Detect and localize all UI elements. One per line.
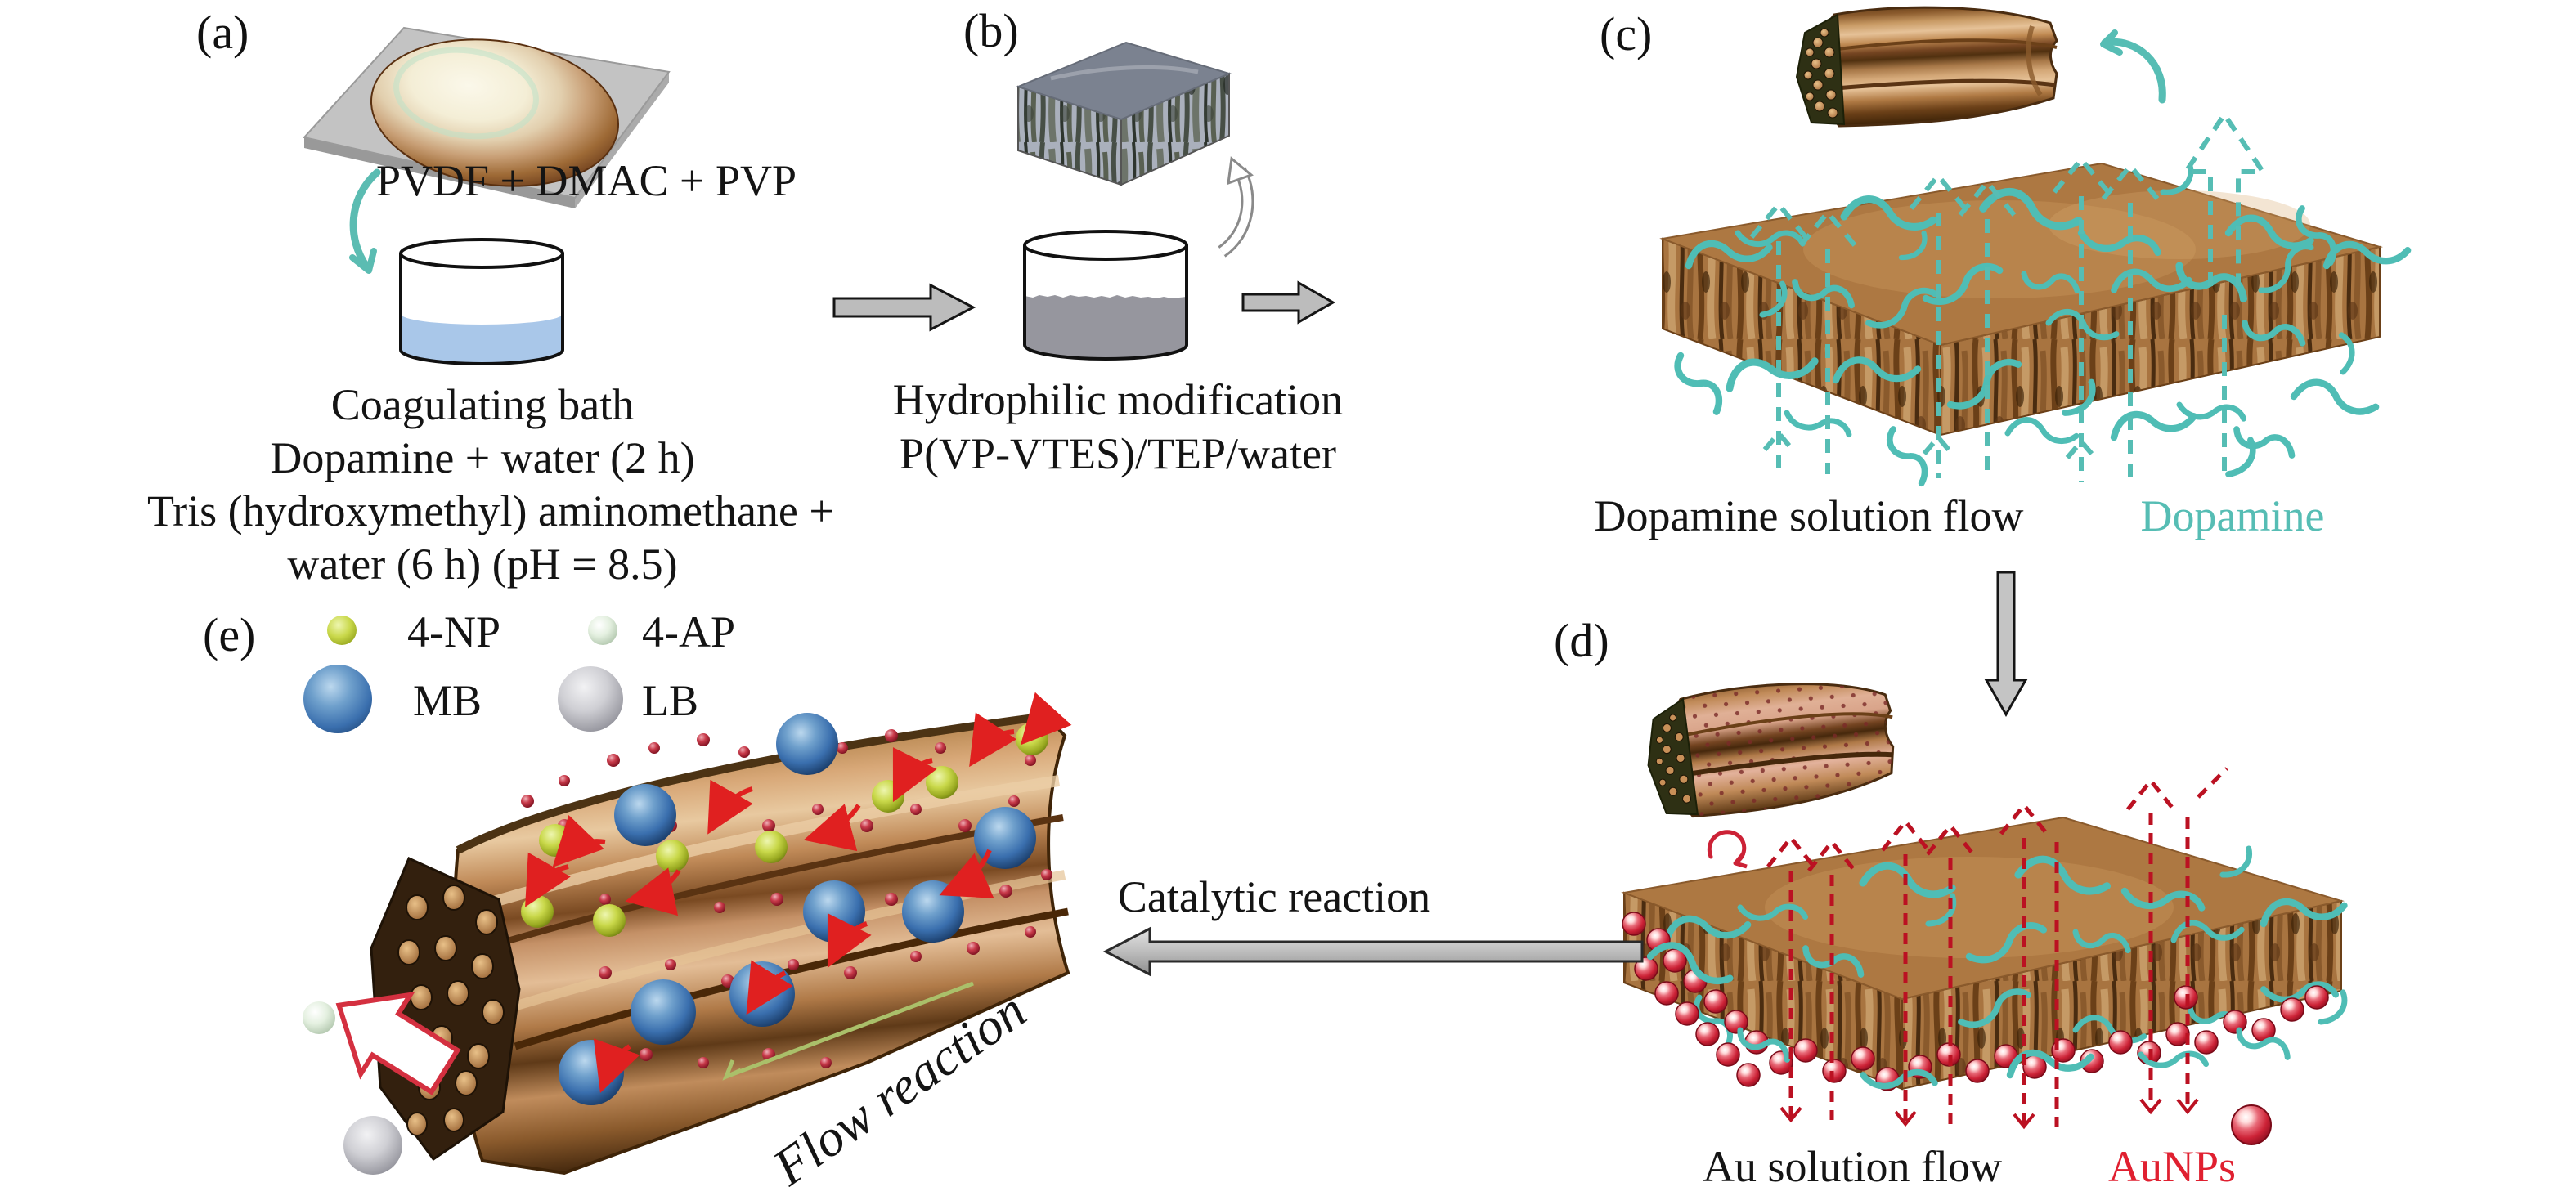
mixture-label: PVDF + DMAC + PVP [376, 156, 797, 205]
panel-b-label: (b) [963, 4, 1019, 57]
caption-a-line2: Dopamine + water (2 h) [270, 433, 695, 482]
legend-4ap-sphere [588, 616, 617, 645]
legend-mb-label: MB [413, 676, 482, 725]
block-c-top-face [1659, 162, 2383, 347]
roll-up-arrow-d-icon [1707, 830, 1748, 869]
droplet-ring [393, 47, 539, 140]
caption-c-species: Dopamine [2140, 491, 2325, 540]
caption-b-line1: Hydrophilic modification [892, 375, 1344, 424]
panel-a-label: (a) [196, 6, 249, 59]
roll-e-4np-spheres [521, 723, 1048, 937]
casting-plate-illustration [303, 26, 671, 208]
panel-e-label: (e) [203, 608, 256, 661]
caption-a-line3: Tris (hydroxymethyl) aminomethane + [147, 486, 834, 535]
process-arrow-c-to-d [1984, 571, 2028, 718]
coagulating-bath-dish [399, 238, 564, 365]
permeate-exit-arrow [335, 991, 461, 1095]
membrane-block-d [1621, 767, 2358, 1145]
roll-d-cross-section [1647, 697, 1699, 816]
bath-liquid-gray [1025, 295, 1187, 359]
polymer-droplet [370, 38, 620, 187]
process-arrow-d-to-e [1102, 926, 1644, 977]
legend-mb-sphere [303, 665, 372, 733]
dopamine-flow-arrows [1749, 110, 2268, 482]
panel-d-label: (d) [1554, 614, 1609, 667]
roll-e-pores [393, 885, 505, 1136]
au-flow-arrows [1766, 767, 2228, 1127]
reaction-arrows [525, 692, 1072, 1093]
caption-a-line4: water (6 h) (pH = 8.5) [287, 540, 678, 589]
roll-up-arrow-c-icon [2100, 29, 2166, 104]
exit-4ap-sphere [303, 1001, 335, 1034]
legend-4ap-label: 4-AP [642, 607, 736, 656]
au-flow-arrow-tails [1779, 1098, 2199, 1130]
caption-b-line2: P(VP-VTES)/TEP/water [900, 429, 1336, 478]
legend-4np-sphere [327, 616, 357, 645]
pour-arrow-icon [349, 168, 381, 274]
membrane-roll-c [1795, 6, 2058, 128]
panel-c-label: (c) [1600, 7, 1653, 60]
caption-d-species: AuNPs [2107, 1142, 2237, 1187]
caption-d-flow: Au solution flow [1702, 1142, 2002, 1187]
legend-lb-sphere [558, 666, 623, 732]
flip-arrow-icon [1218, 156, 1254, 258]
plate-edge-right [575, 72, 669, 208]
membrane-roll-e [370, 692, 1072, 1176]
pvdf-membrane-slab [1016, 41, 1232, 186]
catalytic-reaction-label: Catalytic reaction [1117, 872, 1431, 921]
membrane-roll-d [1647, 683, 1895, 818]
process-arrow-b-to-c [1241, 280, 1336, 325]
free-aunp-particle [2231, 1104, 2272, 1145]
legend-lb-label: LB [642, 676, 699, 725]
process-arrow-a-to-b [832, 283, 976, 332]
caption-c-flow: Dopamine solution flow [1594, 491, 2024, 540]
bath-liquid-blue [401, 314, 563, 364]
exit-lb-sphere [343, 1116, 402, 1175]
membrane-top-face [1016, 41, 1232, 121]
caption-a-line1: Coagulating bath [330, 380, 635, 429]
membrane-block-c [1659, 110, 2384, 503]
modification-bath-dish [1023, 230, 1188, 361]
legend-4np-label: 4-NP [407, 607, 501, 656]
flow-reaction-arrow [722, 981, 974, 1081]
